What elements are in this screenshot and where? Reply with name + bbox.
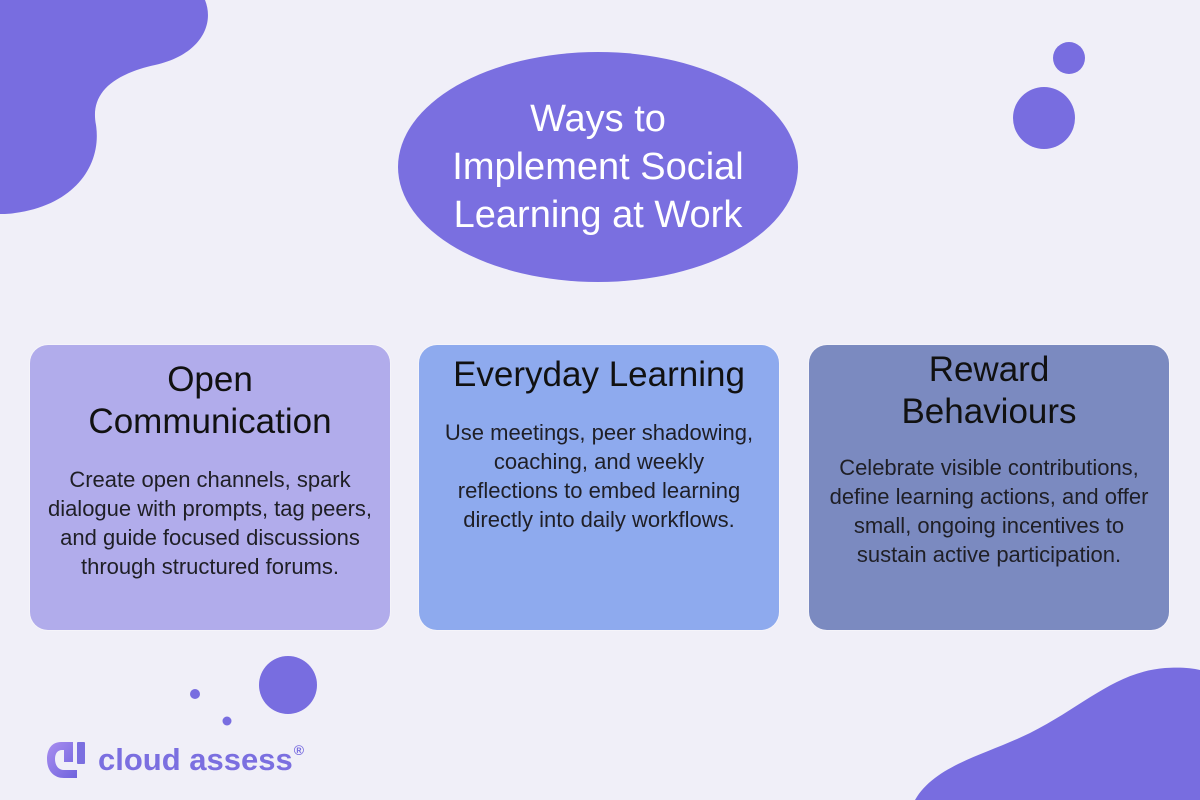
bottom-right-blob-shape	[915, 667, 1200, 800]
decor-circle-small-top	[1053, 42, 1085, 74]
card-title: Everyday Learning	[453, 355, 745, 394]
decor-dot-2	[222, 716, 232, 726]
title-ellipse: Ways to Implement Social Learning at Wor…	[398, 52, 798, 282]
decor-circle-large-top	[1013, 87, 1075, 149]
page-title: Ways to Implement Social Learning at Wor…	[452, 98, 744, 236]
decor-circle-large-bottom	[259, 656, 317, 714]
cloud-assess-logo-icon	[47, 742, 85, 778]
logo-text: cloud assess	[98, 742, 293, 777]
registered-mark: ®	[293, 742, 305, 758]
card-title: Reward Behaviours	[901, 350, 1077, 431]
card-body: Celebrate visible contributions, define …	[829, 455, 1149, 567]
card-open-communication: Open Communication Create open channels,…	[30, 345, 390, 630]
cloud-assess-logo: cloud assess ®	[44, 736, 304, 784]
top-left-blob-shape	[0, 0, 208, 214]
decor-dot-1	[190, 689, 200, 699]
card-reward-behaviours: Reward Behaviours Celebrate visible cont…	[809, 345, 1169, 630]
card-body: Create open channels, spark dialogue wit…	[47, 467, 373, 579]
card-title: Open Communication	[88, 360, 332, 441]
card-everyday-learning: Everyday Learning Use meetings, peer sha…	[419, 345, 779, 630]
card-body: Use meetings, peer shadowing, coaching, …	[444, 420, 754, 532]
